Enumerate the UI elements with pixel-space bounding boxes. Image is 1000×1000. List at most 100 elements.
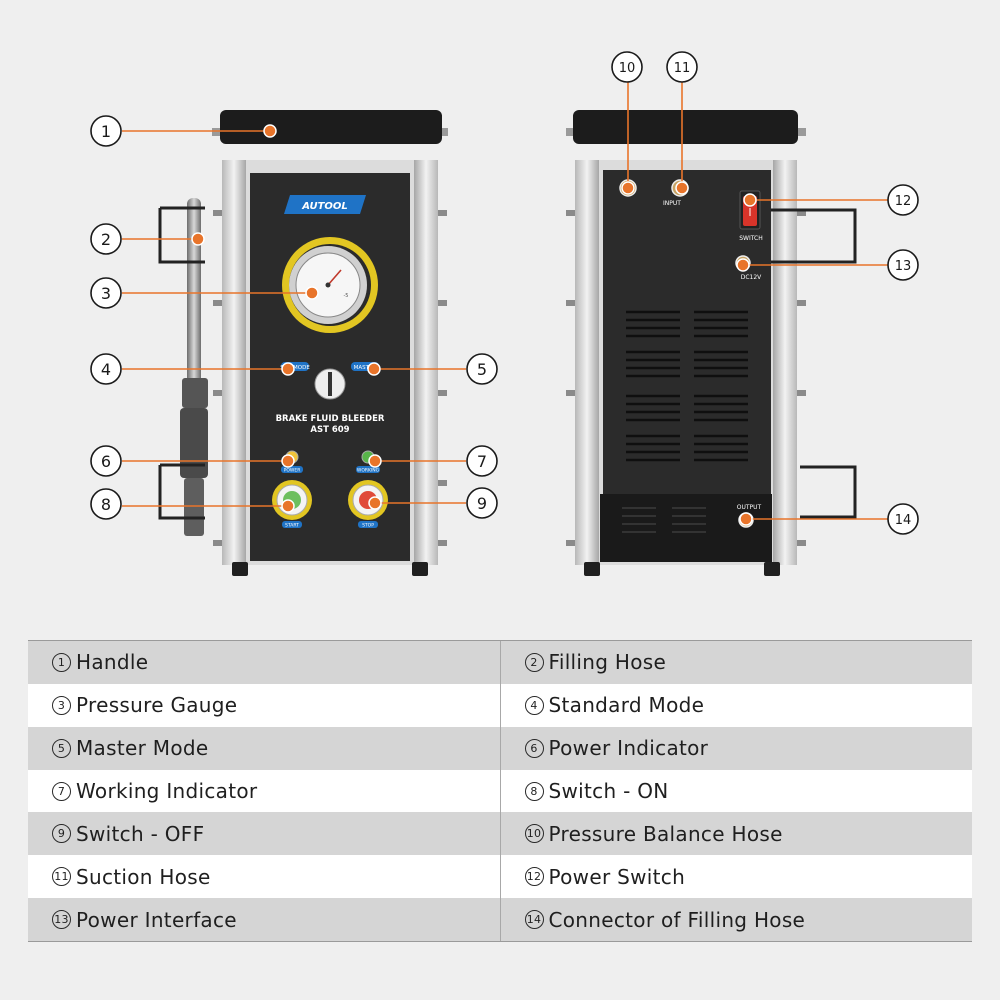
number-badge: 1 — [52, 652, 71, 672]
legend-label: Filling Hose — [548, 650, 667, 675]
number-badge: 12 — [524, 867, 544, 887]
number-badge: 10 — [524, 824, 544, 844]
callout-2: 2 — [90, 223, 122, 255]
svg-text:AUTOOL: AUTOOL — [301, 201, 348, 212]
input-label: INPUT — [663, 200, 681, 207]
svg-text:10: 10 — [619, 61, 636, 76]
callout-3: 3 — [90, 277, 122, 309]
callout-14: 14 — [887, 503, 919, 535]
legend-label: Switch - ON — [548, 779, 669, 803]
svg-text:STOP: STOP — [362, 523, 374, 529]
mode-selector-knob[interactable] — [314, 368, 346, 400]
lower-tank — [600, 494, 772, 562]
svg-text:WORKING: WORKING — [357, 468, 380, 474]
working-indicator-light: WORKING — [356, 450, 380, 474]
product-illustration: AUTOOL -5-5 STD MODE MASTER BRAKE — [90, 51, 919, 576]
legend-label: Power Switch — [548, 864, 686, 889]
legend-label: Switch - OFF — [76, 821, 205, 846]
number-badge: 6 — [524, 738, 544, 758]
lower-hose-hanger — [800, 465, 857, 519]
callout-dots — [191, 124, 757, 526]
device-model: AST 609 — [310, 425, 349, 435]
device-title: BRAKE FLUID BLEEDER — [276, 414, 385, 424]
callout-11: 11 — [666, 51, 698, 83]
legend-label: Pressure Balance Hose — [548, 821, 783, 846]
svg-text:3: 3 — [101, 284, 111, 303]
callout-1: 1 — [90, 115, 122, 147]
svg-text:13: 13 — [895, 259, 912, 274]
svg-text:6: 6 — [101, 452, 111, 471]
number-badge: 5 — [52, 738, 71, 758]
legend-label: Suction Hose — [76, 864, 211, 889]
number-badge: 7 — [52, 781, 71, 801]
svg-text:9: 9 — [477, 494, 487, 513]
dc-label: DC12V — [741, 274, 762, 281]
svg-text:START: START — [285, 523, 299, 529]
ventilation-grille — [626, 310, 748, 462]
callout-7: 7 — [466, 445, 498, 477]
number-badge: 9 — [52, 824, 71, 844]
legend-label: Standard Mode — [548, 693, 705, 718]
legend-label: Power Interface — [76, 907, 237, 932]
pressure-gauge: -5-5 — [282, 237, 378, 333]
number-badge: 11 — [52, 867, 71, 887]
callout-10: 10 — [611, 51, 643, 83]
number-badge: 8 — [524, 781, 544, 801]
callout-5: 5 — [466, 353, 498, 385]
switch-label: SWITCH — [739, 235, 763, 242]
legend-label: Working Indicator — [76, 779, 258, 803]
svg-text:12: 12 — [895, 194, 912, 209]
svg-text:11: 11 — [674, 61, 691, 76]
brand-logo: AUTOOL — [284, 195, 366, 214]
number-badge: 4 — [524, 695, 544, 715]
legend-label: Pressure Gauge — [76, 693, 238, 718]
legend-label: Power Indicator — [548, 736, 709, 761]
svg-text:5: 5 — [477, 360, 487, 379]
legend-label: Master Mode — [76, 736, 209, 761]
upper-hose-hanger — [770, 208, 857, 264]
svg-text:4: 4 — [101, 360, 111, 379]
callout-8: 8 — [90, 488, 122, 520]
svg-text:7: 7 — [477, 452, 487, 471]
start-switch[interactable]: START — [272, 480, 312, 529]
callout-13: 13 — [887, 249, 919, 281]
svg-text:14: 14 — [895, 513, 912, 528]
back-view: INPUT SWITCH DC12V — [158, 110, 857, 576]
svg-text:2: 2 — [101, 230, 111, 249]
svg-text:POWER: POWER — [284, 468, 301, 474]
number-badge: 14 — [524, 910, 544, 930]
svg-text:STD MODE: STD MODE — [280, 365, 310, 371]
hose-nozzle — [184, 478, 204, 536]
number-badge: 3 — [52, 695, 71, 715]
handle — [220, 110, 442, 144]
callout-4: 4 — [90, 353, 122, 385]
legend-label: Connector of Filling Hose — [548, 907, 806, 932]
callout-12: 12 — [887, 184, 919, 216]
legend-label: Handle — [76, 650, 149, 675]
number-badge: 13 — [52, 910, 71, 930]
svg-text:8: 8 — [101, 495, 111, 514]
svg-text:MASTER: MASTER — [354, 365, 377, 371]
svg-text:1: 1 — [101, 122, 111, 141]
